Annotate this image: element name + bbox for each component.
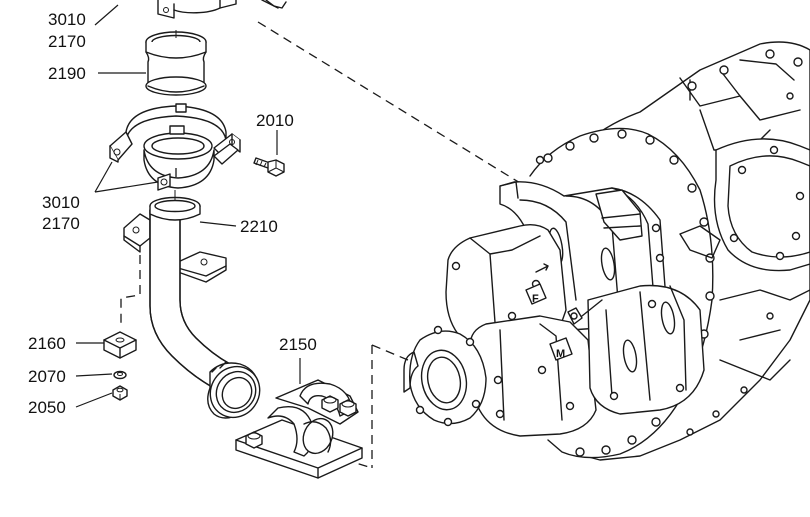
callout-labels: 3010 2170 2190 2010 3010 2170 2210 2160 …: [28, 10, 317, 417]
callout-2150: 2150: [279, 335, 317, 354]
callout-2170-top: 2170: [48, 32, 86, 51]
callout-3010-bottom: 3010: [42, 193, 80, 212]
pipe-2210: [123, 190, 261, 419]
callout-2160: 2160: [28, 334, 66, 353]
engine-assembly: F M: [403, 41, 810, 461]
washer-2070: [113, 370, 127, 380]
top-clamp-3010: [157, 0, 279, 19]
marking-m: M: [556, 348, 565, 360]
leader-lines: [75, 4, 301, 408]
rubber-block-2160: [103, 331, 137, 359]
callout-3010-top: 3010: [48, 10, 86, 29]
callout-2190: 2190: [48, 64, 86, 83]
callout-2010: 2010: [256, 111, 294, 130]
clamp-2150: [235, 379, 363, 479]
callout-2210: 2210: [240, 217, 278, 236]
marking-f: F: [532, 293, 539, 305]
sleeve-2190: [145, 30, 207, 96]
bolt-2010: [253, 157, 285, 177]
callout-2170-bottom: 2170: [42, 214, 80, 233]
clamp-3010: [109, 103, 241, 191]
top-bolt-partial: [265, 0, 287, 9]
callout-2070: 2070: [28, 367, 66, 386]
callout-2050: 2050: [28, 398, 66, 417]
nut-2050: [112, 385, 128, 401]
